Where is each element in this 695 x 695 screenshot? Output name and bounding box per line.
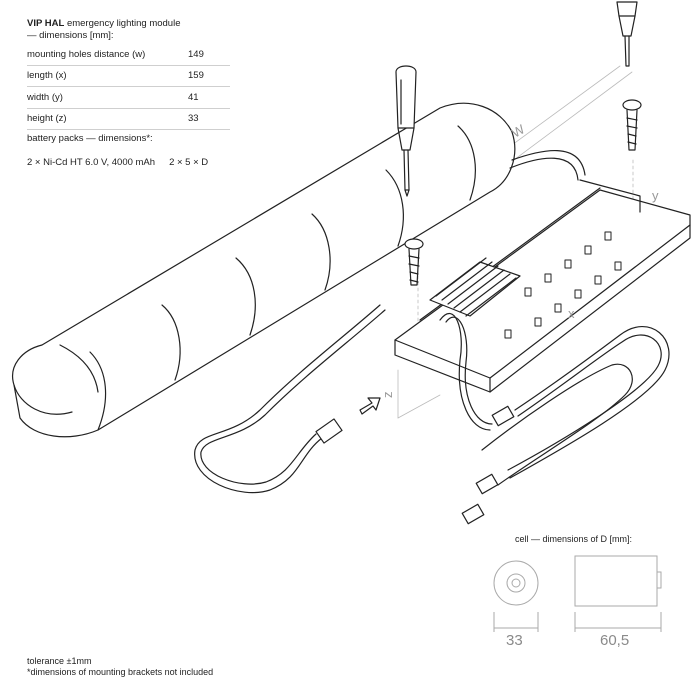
row-value: 41: [188, 86, 230, 109]
table-row: height (z)33: [27, 108, 230, 130]
table-row: mounting holes distance (w)149: [27, 44, 230, 66]
battery-cells: 2 × 5 × D: [169, 157, 209, 168]
label-x: x: [568, 306, 575, 321]
table-row: length (x)159: [27, 65, 230, 87]
row-label: mounting holes distance (w): [27, 44, 188, 66]
row-label: height (z): [27, 108, 188, 130]
spec-table: VIP HAL emergency lighting module — dime…: [27, 18, 232, 130]
row-value: 159: [188, 65, 230, 87]
product-type: emergency lighting module: [64, 18, 181, 29]
screw-right-icon: [622, 99, 642, 151]
tolerance-note: tolerance ±1mm: [27, 656, 92, 666]
row-value: 149: [188, 44, 230, 66]
product-name: VIP HAL: [27, 18, 65, 29]
label-z: z: [380, 392, 395, 399]
label-y: y: [652, 188, 659, 203]
lighting-module: [394, 179, 691, 393]
row-value: 33: [188, 108, 230, 130]
cell-side-view: [574, 555, 662, 632]
cell-length: 60,5: [600, 632, 630, 649]
battery-heading: battery packs — dimensions*:: [27, 133, 153, 144]
cell-front-view: [493, 560, 539, 632]
spec-title: VIP HAL emergency lighting module: [27, 18, 232, 30]
battery-cable: [194, 304, 386, 494]
table-row: width (y)41: [27, 86, 230, 109]
battery-line: 2 × Ni-Cd HT 6.0 V, 4000 mAh 2 × 5 × D: [27, 157, 208, 168]
cell-diameter: 33: [506, 632, 523, 649]
spec-subtitle: — dimensions [mm]:: [27, 30, 114, 41]
screw-left-icon: [404, 238, 424, 286]
footer: tolerance ±1mm *dimensions of mounting b…: [27, 656, 213, 678]
row-label: width (y): [27, 86, 188, 109]
battery-pack: [12, 102, 516, 438]
led-cable: [439, 313, 670, 525]
screwdriver-right-icon: [616, 1, 638, 67]
cell-caption: cell — dimensions of D [mm]:: [515, 534, 633, 544]
footnote: *dimensions of mounting brackets not inc…: [27, 667, 214, 677]
dimensions-table: mounting holes distance (w)149 length (x…: [27, 44, 230, 130]
row-label: length (x): [27, 65, 188, 87]
battery-spec: 2 × Ni-Cd HT 6.0 V, 4000 mAh: [27, 157, 156, 168]
screwdriver-left-icon: [395, 65, 417, 197]
